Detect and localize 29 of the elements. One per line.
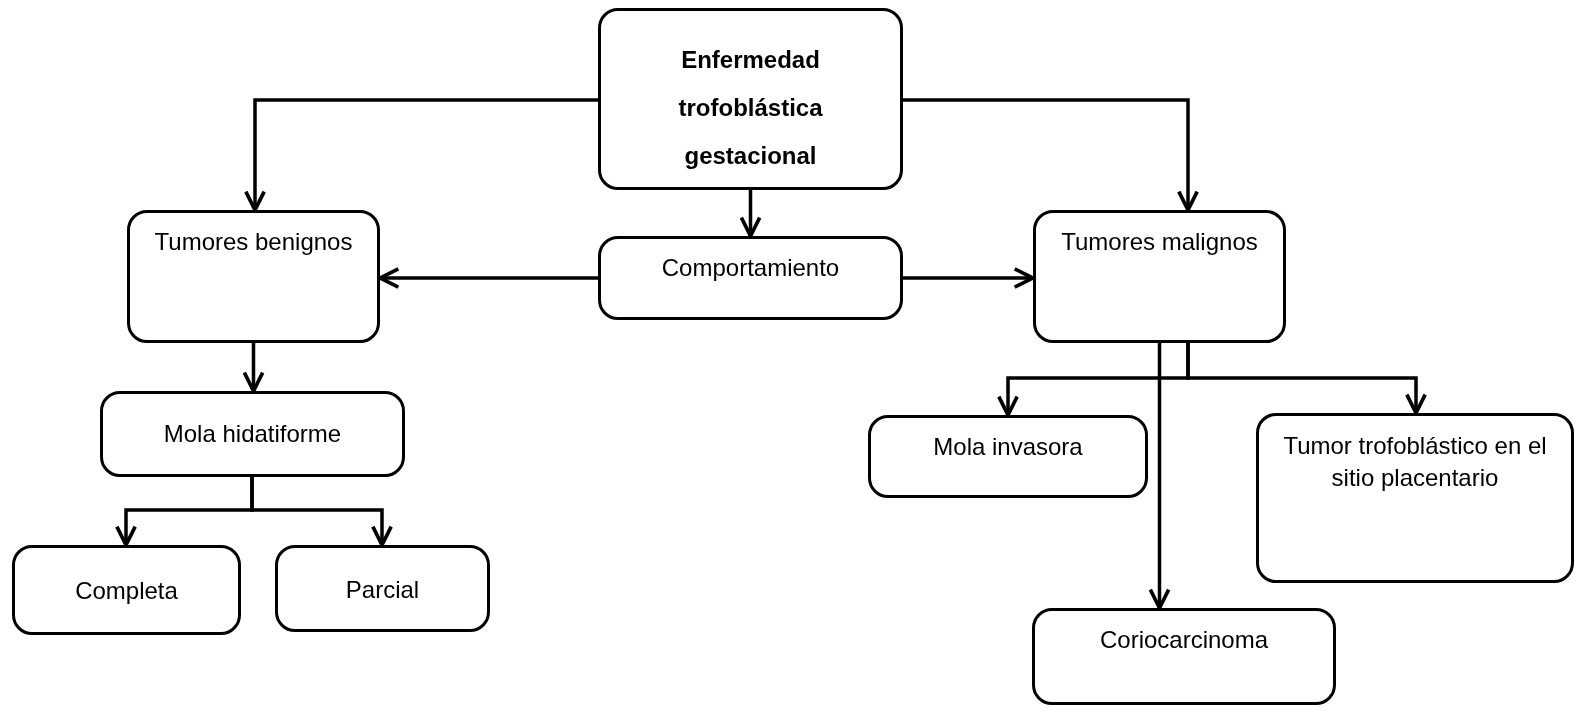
rounded-box xyxy=(598,236,903,320)
rounded-box xyxy=(1032,608,1336,705)
arrow xyxy=(1186,343,1427,415)
rounded-box xyxy=(598,8,903,190)
rounded-box xyxy=(12,545,241,635)
node-label: Tumores malignos xyxy=(1061,227,1258,257)
arrow xyxy=(903,267,1035,289)
node-label: Parcial xyxy=(345,574,420,605)
rounded-box xyxy=(868,415,1148,498)
node-label: Completa xyxy=(75,576,178,606)
arrow xyxy=(244,98,598,212)
node-label: Enfermedad trofoblástica gestacional xyxy=(677,45,824,171)
rounded-box xyxy=(1033,210,1286,343)
node-label: Comportamiento xyxy=(661,253,840,283)
rounded-box xyxy=(275,545,490,632)
node-label: Mola hidatiforme xyxy=(163,419,342,449)
arrow xyxy=(250,477,393,547)
node-label: Coriocarcinoma xyxy=(1099,625,1269,655)
node-label: Tumores benignos xyxy=(154,227,353,257)
arrow xyxy=(378,267,598,289)
node-label: Tumor trofoblástico en el sitio placentario xyxy=(1282,431,1548,494)
arrow xyxy=(1148,343,1171,610)
arrow xyxy=(903,98,1199,212)
arrow xyxy=(242,343,265,393)
arrow xyxy=(739,190,762,238)
node-label: Mola invasora xyxy=(933,432,1083,462)
rounded-box xyxy=(127,210,380,343)
rounded-box xyxy=(100,391,405,477)
rounded-box xyxy=(1256,413,1574,583)
